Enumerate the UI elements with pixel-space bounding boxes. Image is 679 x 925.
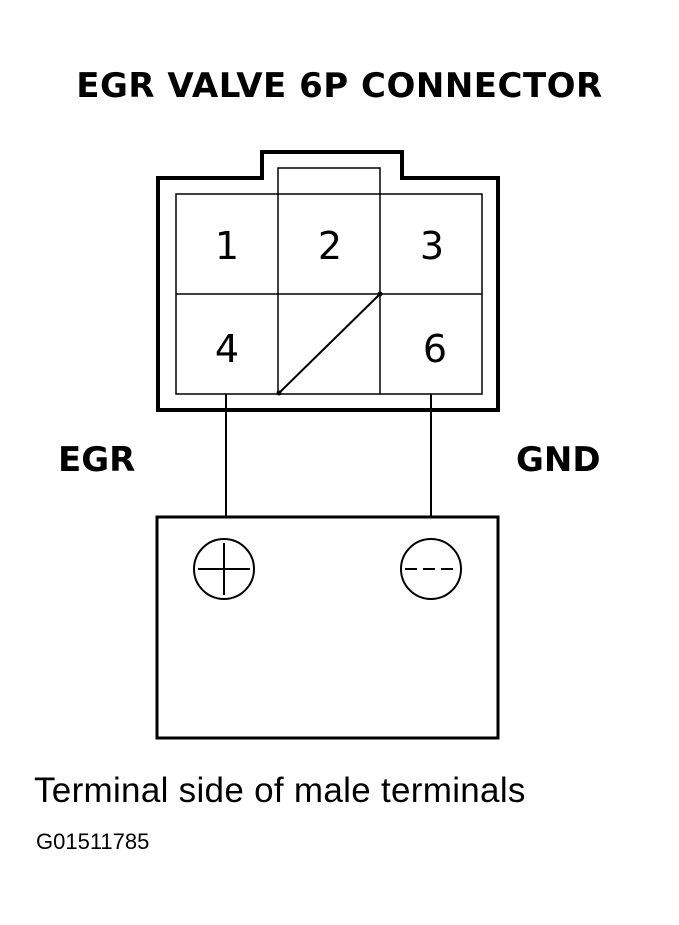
- wire-label-egr: EGR: [58, 440, 136, 480]
- connector-housing: [156, 150, 500, 412]
- diagram-title: EGR VALVE 6P CONNECTOR: [76, 66, 603, 106]
- figure-id: G01511785: [36, 829, 150, 854]
- diagonal-dot-top: [377, 291, 383, 297]
- pin-3-label: 3: [420, 224, 444, 268]
- pin-1-label: 1: [215, 224, 239, 268]
- pin-2-label: 2: [318, 224, 342, 268]
- empty-cavity-diagonal: [277, 293, 381, 395]
- wire-label-gnd: GND: [516, 440, 601, 480]
- plus-terminal-icon: [193, 538, 255, 600]
- connector-lock-outline: [277, 167, 381, 394]
- pin-4-label: 4: [215, 327, 239, 371]
- battery-box: [155, 515, 500, 740]
- minus-terminal-icon: [400, 538, 462, 600]
- diagonal-dot-bottom: [276, 390, 282, 396]
- diagram-caption: Terminal side of male terminals: [34, 771, 526, 810]
- pin-6-label: 6: [423, 327, 447, 371]
